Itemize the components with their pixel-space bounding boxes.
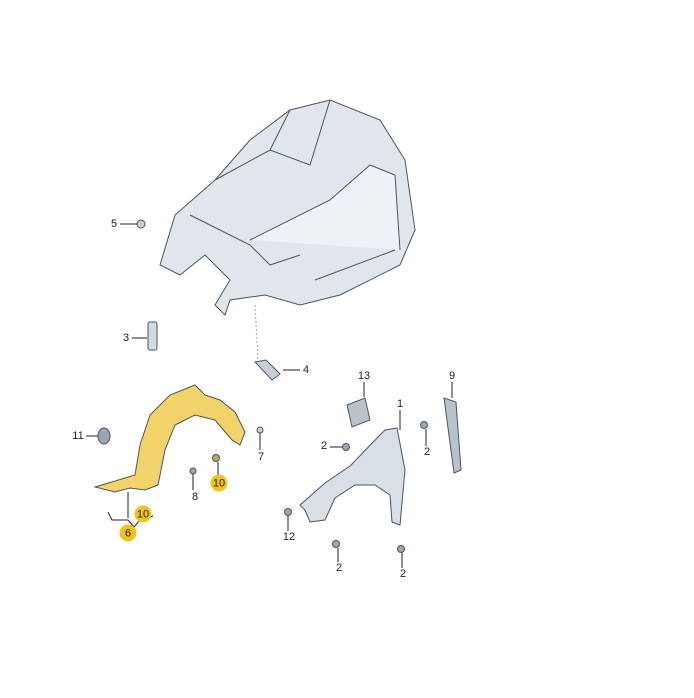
bolt-2b — [420, 421, 428, 429]
bracket-9 — [443, 397, 462, 474]
bolt-2c — [332, 540, 340, 548]
callout-4: 4 — [302, 364, 310, 376]
bolt-12 — [284, 508, 292, 516]
callout-11: 11 — [72, 430, 84, 442]
callout-2: 2 — [320, 440, 328, 452]
callout-2: 2 — [423, 446, 431, 458]
callout-6-highlighted: 6 — [119, 524, 137, 542]
callout-12: 12 — [282, 531, 296, 543]
bolt-5 — [136, 219, 146, 229]
bolt-2a — [342, 443, 350, 451]
callout-13: 13 — [357, 370, 371, 382]
bolt-2d — [397, 545, 405, 553]
screw-8 — [189, 467, 197, 475]
cover-13 — [346, 397, 371, 428]
callout-10-highlighted: 10 — [210, 474, 228, 492]
callout-7: 7 — [257, 451, 265, 463]
sealant-tube-3 — [147, 321, 158, 351]
callout-9: 9 — [448, 370, 456, 382]
callout-3: 3 — [122, 332, 130, 344]
callout-1: 1 — [396, 398, 404, 410]
nut-10 — [212, 454, 220, 462]
callout-2: 2 — [335, 562, 343, 574]
wheel-liner — [93, 384, 246, 493]
clip-7 — [256, 426, 264, 434]
callout-5: 5 — [110, 218, 118, 230]
cap-11 — [97, 427, 111, 445]
car-body-shell — [159, 99, 416, 316]
bracket-4 — [254, 359, 281, 381]
callout-8: 8 — [191, 491, 199, 503]
fender — [299, 427, 406, 526]
callout-10-highlighted: 10 — [134, 505, 152, 523]
callout-2: 2 — [399, 568, 407, 580]
